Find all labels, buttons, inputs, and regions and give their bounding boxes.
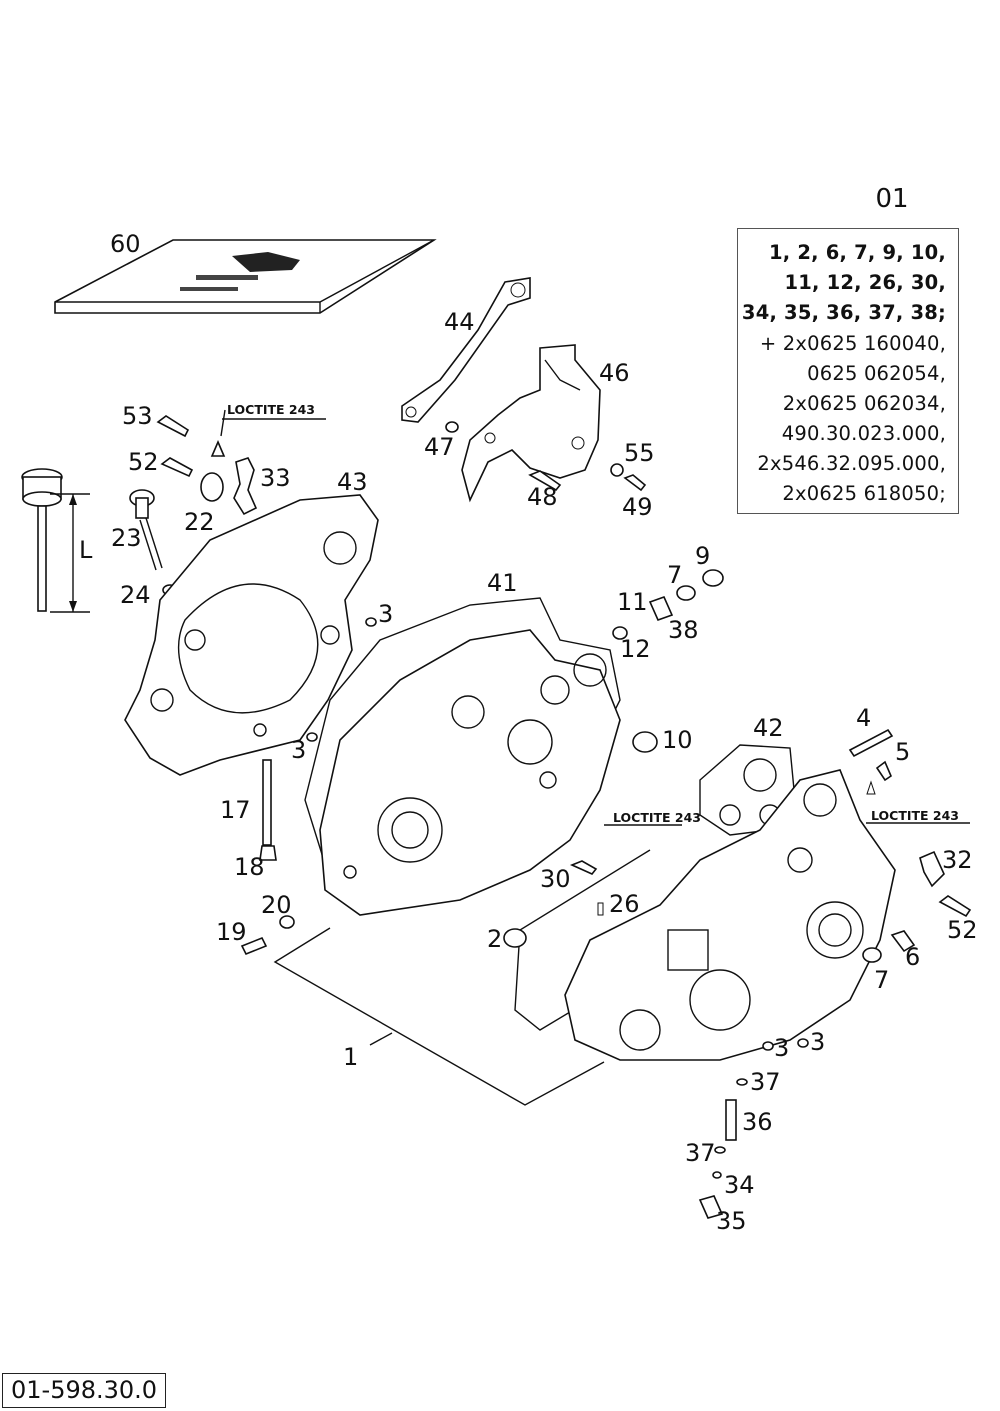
label-part-52-right: 52 [947,916,978,944]
manual-booklet-drawing [54,239,437,314]
label-part-60: 60 [110,230,141,258]
label-part-22: 22 [184,508,215,536]
kit-contents-line: 2x0625 062034, [782,392,946,415]
small-washers [306,617,809,1051]
clutch-cover-drawing [124,494,379,776]
gasket-and-dowels [503,744,796,1031]
clutch-cover-hardware [156,409,258,516]
label-part-37-upper: 37 [750,1068,781,1096]
label-part-3-d: 3 [810,1028,825,1056]
loctite-note-upper-left: LOCTITE 243 [227,402,315,417]
kit-contents-line: + 2x0625 160040, [759,332,946,355]
label-part-44: 44 [444,308,475,336]
label-part-36: 36 [742,1108,773,1136]
kit-contents-line: 0625 062054, [807,362,946,385]
dipstick-drawing [21,468,90,613]
right-side-hardware [848,728,972,963]
loctite-note-center: LOCTITE 243 [613,810,701,825]
label-part-49: 49 [622,493,653,521]
label-part-11: 11 [617,588,648,616]
label-part-7-lower: 7 [874,966,889,994]
label-part-2: 2 [487,925,502,953]
label-dipstick-length: L [79,536,93,564]
label-part-12: 12 [620,635,651,663]
label-part-7-upper: 7 [667,561,682,589]
kit-contents-line: 2x0625 618050; [782,482,946,505]
kit-1-bracket [273,927,605,1106]
small-hardware-upper [445,421,647,492]
leader-lines [222,418,970,826]
label-part-20: 20 [261,891,292,919]
kit-number: 01 [875,184,909,214]
label-part-5: 5 [895,738,910,766]
label-part-24: 24 [120,581,151,609]
kit-contents-line: 34, 35, 36, 37, 38; [741,301,946,324]
label-part-47: 47 [424,433,455,461]
label-part-6: 6 [905,943,920,971]
label-part-3-b: 3 [291,736,306,764]
kit-contents-line: 11, 12, 26, 30, [784,271,946,294]
label-part-55: 55 [624,439,655,467]
engine-sprocket-cover-drawing [461,344,601,503]
crankcase-small-parts-right [612,569,724,753]
bracket-arm-drawing [401,277,531,423]
lower-left-hardware [240,759,295,956]
label-part-41: 41 [487,569,518,597]
label-part-43: 43 [337,468,368,496]
right-crankcase-half-drawing [564,769,896,1061]
label-part-3-c: 3 [774,1034,789,1062]
document-code: 01-598.30.0 [2,1373,167,1408]
label-part-52-left: 52 [128,448,159,476]
label-part-46: 46 [599,359,630,387]
left-crankcase-half-drawing [304,597,621,916]
label-part-1: 1 [343,1043,358,1071]
label-part-48: 48 [527,483,558,511]
label-part-18: 18 [234,853,265,881]
label-part-17: 17 [220,796,251,824]
label-part-34: 34 [724,1171,755,1199]
kit-contents-line: 1, 2, 6, 7, 9, 10, [769,241,946,264]
loctite-note-right: LOCTITE 243 [871,808,959,823]
label-part-26: 26 [609,890,640,918]
kit-contents-box: 1, 2, 6, 7, 9, 10, 11, 12, 26, 30, 34, 3… [737,228,959,514]
kit-1-leader [369,1032,393,1046]
label-part-42: 42 [753,714,784,742]
label-part-38: 38 [668,616,699,644]
label-part-37-lower: 37 [685,1139,716,1167]
label-part-23: 23 [111,524,142,552]
kit-contents-line: 2x546.32.095.000, [757,452,946,475]
label-part-4: 4 [856,704,871,732]
label-part-3-a: 3 [378,600,393,628]
label-part-10: 10 [662,726,693,754]
label-part-19: 19 [216,918,247,946]
label-part-30: 30 [540,865,571,893]
label-part-9: 9 [695,542,710,570]
kit-contents-line: 490.30.023.000, [781,422,946,445]
label-part-33: 33 [260,464,291,492]
label-part-53: 53 [122,402,153,430]
pressure-valve-parts [698,1078,748,1219]
label-part-35: 35 [716,1207,747,1235]
label-part-32: 32 [942,846,973,874]
